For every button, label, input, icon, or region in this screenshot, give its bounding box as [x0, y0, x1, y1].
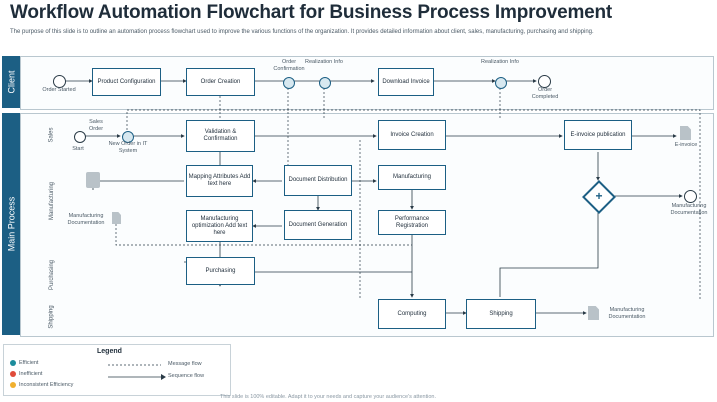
start-label: Start — [72, 146, 84, 152]
order-started-label: Order Started — [42, 87, 76, 93]
legend-inefficient: Inefficient — [10, 371, 42, 377]
new-order-message-icon — [122, 131, 134, 143]
document-icon — [680, 126, 691, 140]
footer-note: This slide is 100% editable. Adapt it to… — [220, 394, 436, 400]
data-store-icon — [86, 172, 100, 188]
order-completed-label: Order Completed — [531, 87, 559, 100]
realization-info-label-2: Realization Info — [481, 59, 519, 65]
new-order-label: New Order in IT System — [108, 141, 148, 154]
manufacturing-documentation-left-label: Manufacturing Documentation — [67, 213, 105, 226]
legend-message-flow: Message flow — [168, 361, 202, 367]
mapping-attributes-task: Mapping Attributes Add text here — [186, 165, 253, 197]
legend-efficient: Efficient — [10, 360, 38, 366]
order-started-event — [53, 75, 66, 88]
inefficient-dot-icon — [10, 371, 16, 377]
efficient-dot-icon — [10, 360, 16, 366]
order-creation-task: Order Creation — [186, 68, 255, 96]
e-invoice-publication-task: E-invoice publication — [564, 120, 632, 150]
manufacturing-task: Manufacturing — [378, 165, 446, 190]
download-invoice-task: Download Invoice — [378, 68, 434, 96]
order-completed-event — [538, 75, 551, 88]
performance-registration-task: Performance Registration — [378, 210, 446, 235]
sales-order-label: Sales Order — [88, 119, 104, 132]
realization-info-message-icon-2 — [495, 77, 507, 89]
legend-panel: Legend Efficient Inefficient Inconsisten… — [3, 344, 231, 396]
manufacturing-documentation-bottom-label: Manufacturing Documentation — [608, 307, 646, 320]
start-event — [74, 131, 86, 143]
client-lane-label: Client — [2, 56, 20, 108]
main-process-lane-label: Main Process — [2, 113, 20, 335]
manufacturing-documentation-right-label: Manufacturing Documentation — [670, 203, 708, 216]
realization-info-label-1: Realization Info — [305, 59, 343, 65]
purchasing-task: Purchasing — [186, 257, 255, 285]
manufacturing-optimization-task: Manufacturing optimization Add text here — [186, 210, 253, 242]
order-confirmation-message-icon — [283, 77, 295, 89]
document-icon — [112, 212, 121, 224]
computing-task: Computing — [378, 299, 446, 329]
page-subtitle: The purpose of this slide is to outline … — [10, 29, 594, 35]
legend-lines — [108, 364, 166, 380]
order-confirmation-label: Order Confirmation — [273, 59, 305, 72]
legend-title: Legend — [97, 348, 122, 355]
document-distribution-task: Document Distribution — [284, 165, 352, 196]
realization-info-message-icon-1 — [319, 77, 331, 89]
shipping-task: Shipping — [466, 299, 536, 329]
e-invoice-label: E-invoice — [674, 142, 698, 148]
page-title: Workflow Automation Flowchart for Busine… — [10, 2, 613, 23]
manufacturing-end-event — [684, 190, 697, 203]
legend-inconsistent: Inconsistent Efficiency — [10, 382, 73, 388]
plus-icon: + — [595, 189, 603, 203]
document-generation-task: Document Generation — [284, 210, 352, 240]
document-icon — [588, 306, 599, 320]
product-configuration-task: Product Configuration — [92, 68, 161, 96]
validation-confirmation-task: Validation & Confirmation — [186, 120, 255, 152]
legend-sequence-flow: Sequence flow — [168, 373, 205, 379]
invoice-creation-task: Invoice Creation — [378, 120, 446, 150]
inconsistent-dot-icon — [10, 382, 16, 388]
